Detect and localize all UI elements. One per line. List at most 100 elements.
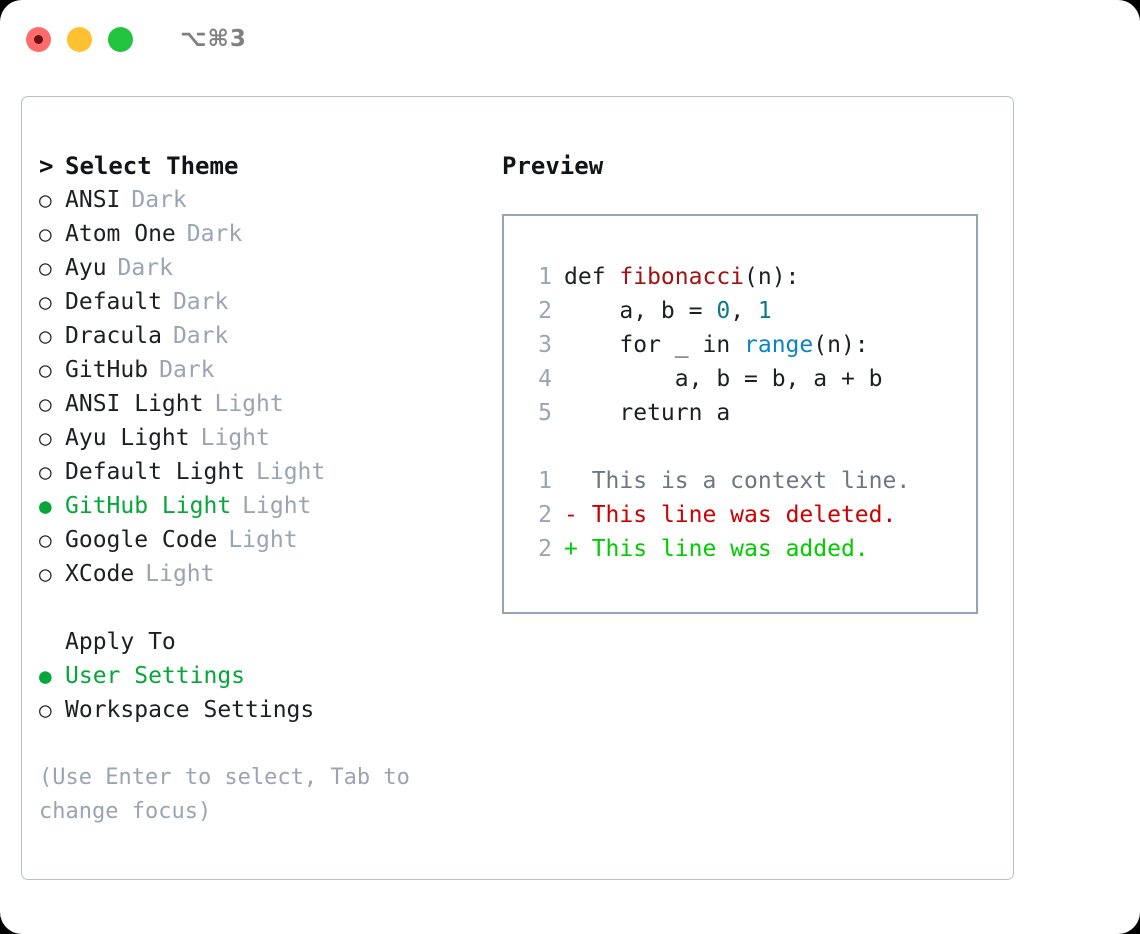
code-line-number: 2 [538, 298, 552, 324]
diff-line-del: 2- This line was deleted. [522, 498, 976, 532]
select-theme-heading-label: Select Theme [65, 152, 239, 180]
radio-unselected-icon: ○ [39, 698, 52, 722]
diff-marker: + [564, 536, 578, 562]
radio-unselected-icon: ○ [39, 256, 52, 280]
theme-option-github-light[interactable]: ● GitHub Light Light [39, 489, 502, 523]
code-line: 5 return a [522, 396, 976, 430]
radio-unselected-icon: ○ [39, 426, 52, 450]
radio-unselected-icon: ○ [39, 222, 52, 246]
diff-block: 1 This is a context line.2- This line wa… [522, 464, 976, 566]
close-button-icon[interactable] [26, 26, 51, 52]
code-token-num: 0 [716, 298, 731, 324]
theme-option-label: Default [65, 289, 162, 315]
minimize-button-icon[interactable] [67, 26, 92, 52]
diff-line-number: 2 [538, 502, 552, 528]
theme-option-variant: Light [256, 459, 326, 485]
code-token-plain: return a [564, 400, 731, 426]
code-diff-separator [522, 430, 976, 464]
code-token-plain: (n): [744, 264, 800, 290]
theme-option-default-light[interactable]: ○ Default Light Light [39, 455, 502, 489]
theme-option-variant: Dark [172, 289, 229, 315]
apply-to-option-workspace-settings[interactable]: ○Workspace Settings [39, 693, 502, 727]
help-text: (Use Enter to select, Tab to change focu… [39, 765, 410, 824]
theme-option-variant: Light [228, 527, 298, 553]
code-token-plain: , [730, 298, 758, 324]
theme-option-variant: Dark [131, 187, 187, 213]
radio-unselected-icon: ○ [39, 188, 52, 212]
theme-option-variant: Dark [159, 357, 215, 383]
code-token-call: range [744, 332, 814, 358]
theme-option-variant: Light [242, 493, 312, 519]
diff-marker: - [564, 502, 578, 528]
code-line-number: 4 [538, 366, 552, 392]
title-bar: ⌥⌘3 [0, 0, 1140, 78]
apply-to-option-label: User Settings [65, 663, 246, 689]
apply-to-option-user-settings[interactable]: ● User Settings [39, 659, 502, 693]
radio-unselected-icon: ○ [39, 290, 52, 314]
apply-to-heading: ○Apply To [39, 625, 502, 659]
diff-line-number: 1 [538, 468, 552, 494]
diff-line-add: 2 + This line was added. [522, 532, 976, 566]
radio-unselected-icon: ○ [39, 358, 52, 382]
code-token-fn: fibonacci [619, 264, 745, 290]
theme-option-variant: Dark [117, 255, 173, 281]
theme-option-label: GitHub Light [65, 493, 232, 519]
preview-title: Preview [502, 152, 604, 180]
diff-line-ctx: 1 This is a context line. [522, 464, 976, 498]
apply-to-list: ● User Settings ○Workspace Settings [39, 659, 502, 727]
code-line-number: 5 [538, 400, 552, 426]
theme-option-ayu-light[interactable]: ○ Ayu Light Light [39, 421, 502, 455]
theme-option-label: Google Code [65, 527, 218, 553]
radio-unselected-icon: ○ [39, 460, 52, 484]
diff-line-text: This line was added. [577, 536, 869, 562]
code-token-plain: (n): [813, 332, 869, 358]
radio-unselected-icon: ○ [39, 324, 52, 348]
code-line: 4 a, b = b, a + b [522, 362, 976, 396]
theme-option-label: Dracula [65, 323, 162, 349]
list-spacer [39, 591, 502, 625]
code-token-plain: a, b = [564, 298, 717, 324]
diff-marker [564, 468, 578, 494]
theme-option-label: Ayu Light [65, 425, 190, 451]
radio-unselected-icon: ○ [39, 528, 52, 552]
theme-option-variant: Dark [186, 221, 243, 247]
code-token-plain: a, b = b, a + b [564, 366, 883, 392]
theme-option-label: Atom One [65, 221, 176, 247]
code-line-number: 1 [538, 264, 552, 290]
theme-option-atom-one[interactable]: ○ Atom One Dark [39, 217, 502, 251]
diff-line-number: 2 [538, 536, 552, 562]
radio-selected-icon: ● [39, 664, 52, 688]
code-token-plain: for _ in [564, 332, 745, 358]
apply-to-marker-placeholder: ○ [39, 625, 65, 659]
radio-selected-icon: ● [39, 494, 52, 518]
theme-option-variant: Dark [172, 323, 229, 349]
theme-option-google-code[interactable]: ○ Google Code Light [39, 523, 502, 557]
select-theme-heading: > Select Theme [39, 149, 502, 183]
theme-option-variant: Light [200, 425, 270, 451]
theme-option-variant: Light [214, 391, 284, 417]
theme-option-label: Default Light [65, 459, 246, 485]
window-title: ⌥⌘3 [180, 26, 247, 52]
theme-option-dracula[interactable]: ○ Dracula Dark [39, 319, 502, 353]
maximize-button-icon[interactable] [108, 26, 133, 52]
diff-line-text: This line was deleted. [577, 502, 897, 528]
code-line: 3 for _ in range(n): [522, 328, 976, 362]
caret-icon: > [39, 152, 54, 180]
radio-unselected-icon: ○ [39, 562, 52, 586]
diff-line-text: This is a context line. [577, 468, 911, 494]
code-line-number: 3 [538, 332, 552, 358]
apply-to-heading-label: Apply To [65, 629, 176, 655]
theme-option-default[interactable]: ○ Default Dark [39, 285, 502, 319]
theme-option-label: ANSI Light [65, 391, 204, 417]
theme-option-label: XCode [65, 561, 135, 587]
